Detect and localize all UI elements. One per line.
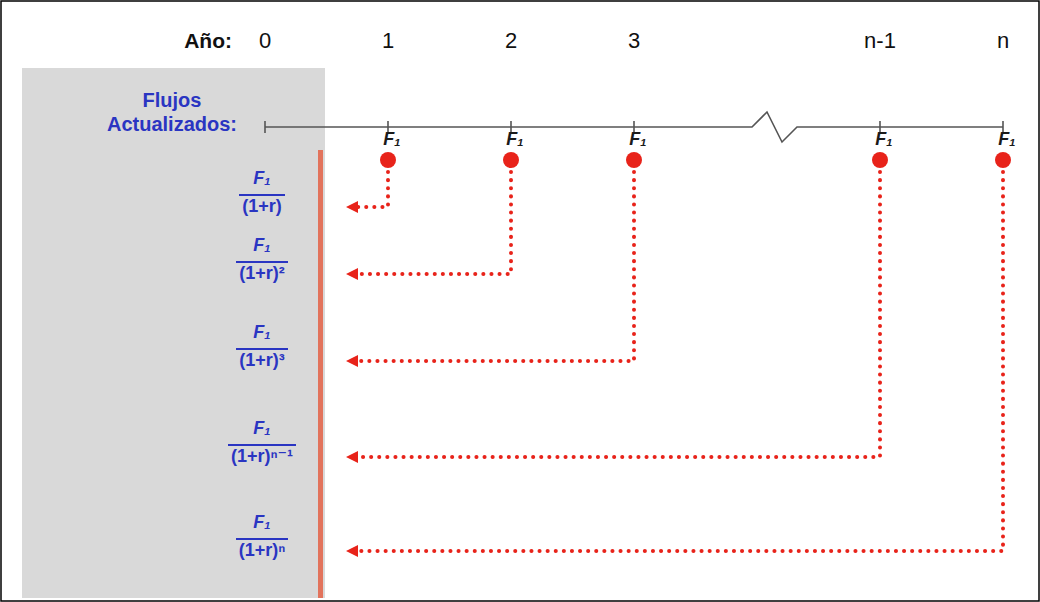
fraction-denominator: (1+r)ⁿ⁻¹ bbox=[231, 446, 293, 468]
flow-dot bbox=[380, 152, 396, 168]
arrow-head bbox=[346, 451, 358, 463]
fraction-numerator: F₁ bbox=[253, 235, 270, 257]
fraction-bar bbox=[236, 538, 289, 540]
fraction-numerator: F₁ bbox=[253, 418, 270, 440]
dotted-leader bbox=[358, 172, 1003, 551]
flow-label: F₁ bbox=[383, 129, 400, 151]
year-number: 1 bbox=[382, 28, 394, 54]
flow-dot bbox=[503, 152, 519, 168]
panel-bar bbox=[318, 150, 323, 598]
flow-dot bbox=[626, 152, 642, 168]
year-number: n bbox=[997, 28, 1009, 54]
arrow-head bbox=[346, 201, 358, 213]
fraction-bar bbox=[239, 194, 285, 196]
year-number: 0 bbox=[259, 28, 271, 54]
panel-title: Flujos Actualizados: bbox=[82, 88, 262, 136]
axis-title: Año: bbox=[184, 28, 232, 53]
flow-label: F₁ bbox=[629, 129, 646, 151]
fraction-numerator: F₁ bbox=[253, 322, 270, 344]
fraction-numerator: F₁ bbox=[253, 168, 270, 190]
flow-label: F₁ bbox=[506, 129, 523, 151]
dotted-leader bbox=[358, 172, 880, 457]
arrow-heads bbox=[346, 201, 358, 557]
fraction-bar bbox=[228, 444, 296, 446]
dotted-leader bbox=[358, 172, 634, 361]
fraction-denominator: (1+r) bbox=[242, 196, 282, 218]
fraction-denominator: (1+r)ⁿ bbox=[239, 540, 286, 562]
arrow-head bbox=[346, 268, 358, 280]
flow-label: F₁ bbox=[875, 129, 892, 151]
dotted-leader bbox=[358, 172, 511, 274]
fraction-denominator: (1+r)² bbox=[239, 263, 285, 285]
fraction-denominator: (1+r)³ bbox=[239, 350, 285, 372]
fraction-bar bbox=[236, 348, 288, 350]
discount-leaders bbox=[358, 172, 1003, 551]
dotted-leader bbox=[358, 172, 388, 207]
fraction-bar bbox=[236, 261, 288, 263]
flow-dots bbox=[380, 152, 1011, 168]
flow-label: F₁ bbox=[998, 129, 1015, 151]
year-number: 2 bbox=[505, 28, 517, 54]
fraction-numerator: F₁ bbox=[253, 512, 270, 534]
year-number: n-1 bbox=[864, 28, 896, 54]
flow-dot bbox=[995, 152, 1011, 168]
year-number: 3 bbox=[628, 28, 640, 54]
arrow-head bbox=[346, 545, 358, 557]
flow-dot bbox=[872, 152, 888, 168]
arrow-head bbox=[346, 355, 358, 367]
panel-fill bbox=[22, 68, 325, 598]
values-panel: Flujos Actualizados: bbox=[22, 68, 325, 598]
